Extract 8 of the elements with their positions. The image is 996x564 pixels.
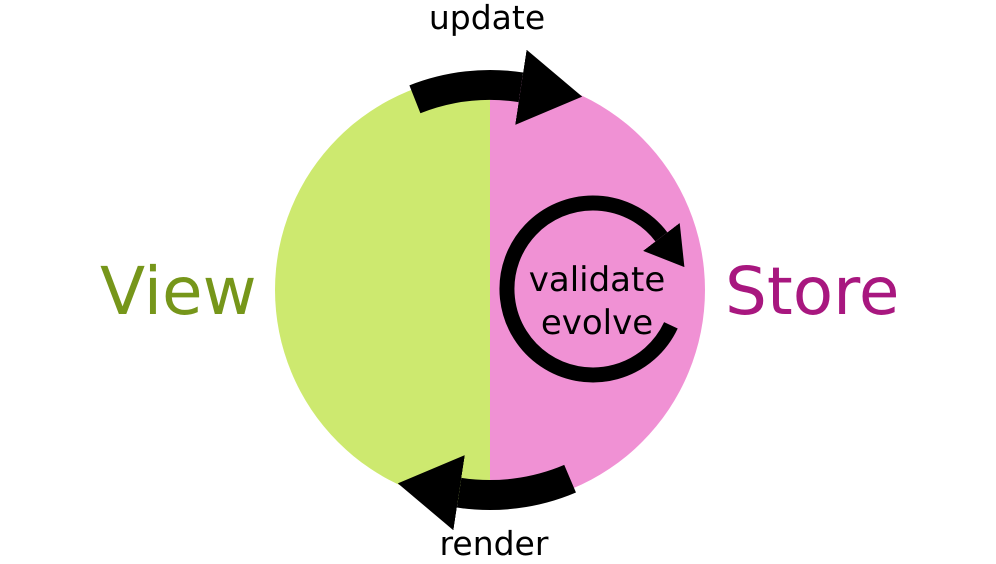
edge-label: render (438, 526, 550, 562)
loop-arrow (500, 196, 686, 382)
node-label: View (100, 259, 257, 325)
curved-arrow (397, 454, 576, 531)
curved-arrow (410, 49, 583, 126)
edge-label: update (428, 0, 546, 36)
node-label: Store (725, 259, 900, 325)
edge-label: validate evolve (528, 259, 666, 345)
